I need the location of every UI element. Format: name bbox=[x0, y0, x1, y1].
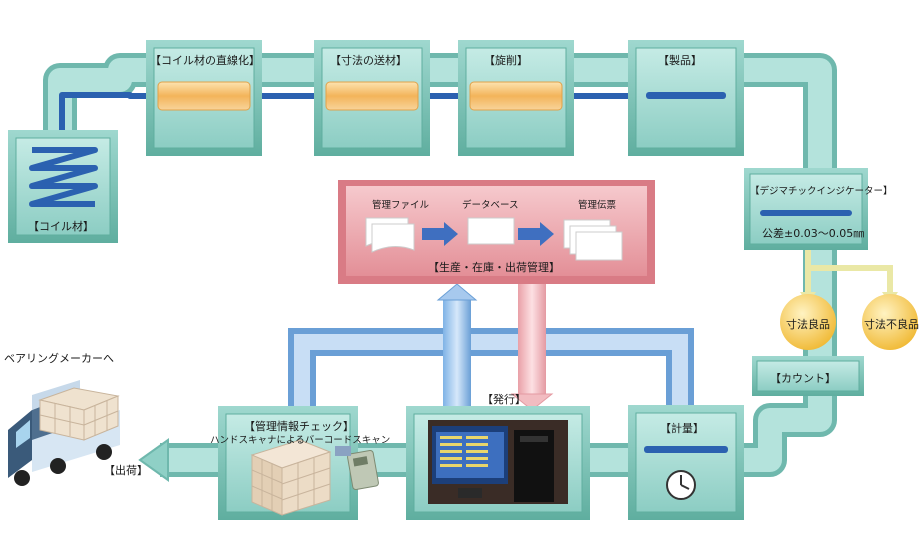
count-label: 【カウント】 bbox=[770, 370, 836, 386]
weigh-label: 【計量】 bbox=[660, 420, 704, 436]
mgmt-slip-label: 管理伝票 bbox=[578, 197, 616, 211]
check-subtitle: ハンドスキャナによるバーコードスキャン bbox=[210, 432, 390, 446]
good-label: 寸法良品 bbox=[786, 316, 830, 332]
up-pipe bbox=[443, 300, 471, 420]
file-icon bbox=[366, 218, 414, 252]
slip-icon bbox=[564, 220, 622, 260]
database-icon bbox=[468, 218, 514, 244]
destination-label: ベアリングメーカーへ bbox=[4, 350, 114, 366]
down-pipe bbox=[518, 282, 546, 394]
feed-label: 【寸法の送材】 bbox=[330, 52, 407, 68]
bad-label: 寸法不良品 bbox=[864, 316, 919, 332]
tolerance-label: 公差±0.03〜0.05㎜ bbox=[762, 225, 864, 241]
ship-label: 【出荷】 bbox=[104, 462, 148, 478]
issue-box bbox=[406, 406, 590, 520]
lathe-label: 【旋削】 bbox=[484, 52, 528, 68]
up-arrow-head bbox=[438, 284, 476, 300]
straighten-label: 【コイル材の直線化】 bbox=[150, 52, 260, 68]
product-label: 【製品】 bbox=[658, 52, 702, 68]
issue-label: 【発行】 bbox=[482, 391, 526, 407]
mgmt-file-label: 管理ファイル bbox=[372, 197, 429, 211]
mgmt-footer-label: 【生産・在庫・出荷管理】 bbox=[428, 259, 560, 275]
coil-label: 【コイル材】 bbox=[28, 218, 94, 234]
mgmt-db-label: データベース bbox=[462, 197, 519, 211]
indicator-label: 【デジマチックインジケーター】 bbox=[750, 183, 893, 197]
